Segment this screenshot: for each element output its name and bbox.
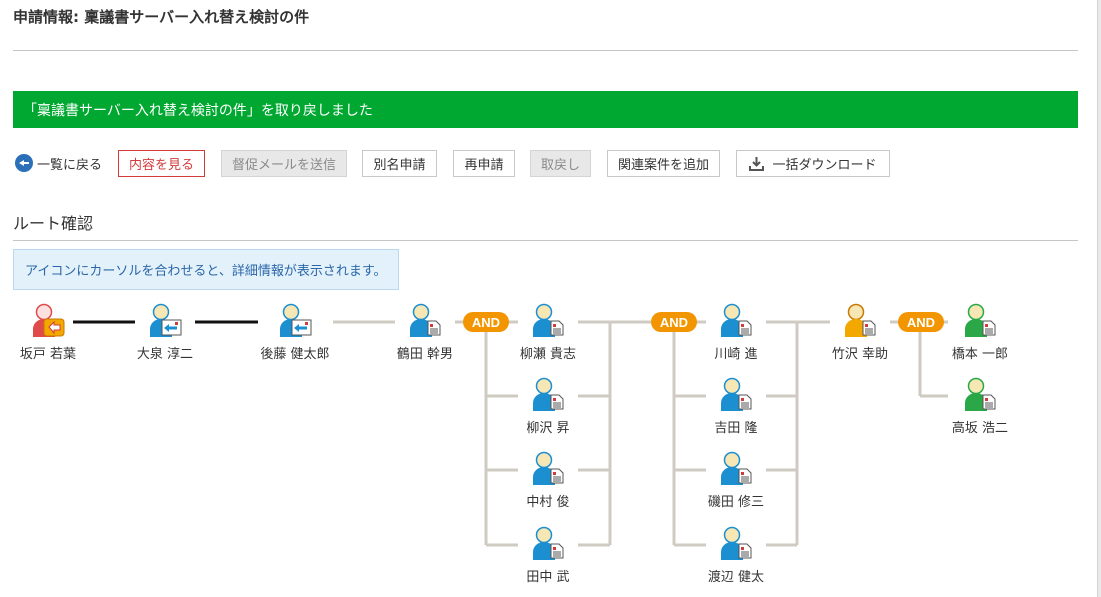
user-document-icon: [721, 377, 752, 411]
route-node-and1-1[interactable]: 柳瀬 貴志: [508, 290, 588, 362]
hover-hint-text: アイコンにカーソルを合わせると、詳細情報が表示されます。: [25, 264, 387, 279]
route-node-and1-4[interactable]: 田中 武: [508, 513, 588, 585]
approver-name: 川崎 進: [714, 347, 758, 362]
route-node-and1-3[interactable]: 中村 俊: [508, 438, 588, 510]
user-document-icon: [533, 377, 564, 411]
approver-name: 竹沢 幸助: [831, 347, 889, 362]
add-related-case-button[interactable]: 関連案件を追加: [607, 150, 720, 177]
approver-name: 大泉 淳二: [136, 347, 194, 362]
approver-name: 中村 俊: [526, 495, 570, 510]
route-section-title: ルート確認: [13, 214, 94, 233]
user-document-icon: [721, 526, 752, 560]
and-badge-3: AND: [898, 312, 944, 332]
hover-hint-box: アイコンにカーソルを合わせると、詳細情報が表示されます。: [13, 249, 399, 290]
user-returned-icon: [280, 303, 312, 337]
route-node-step-after[interactable]: 竹沢 幸助: [820, 290, 900, 362]
approver-name: 高坂 浩二: [951, 421, 1009, 436]
route-node-step-1[interactable]: 大泉 淳二: [125, 290, 205, 362]
user-returned-icon: [150, 303, 182, 337]
title-divider: [13, 50, 1078, 51]
alias-apply-button[interactable]: 別名申請: [362, 150, 437, 177]
route-node-and1-2[interactable]: 柳沢 昇: [508, 364, 588, 436]
connector-pending: [333, 320, 948, 547]
route-node-and2-4[interactable]: 渡辺 健太: [696, 513, 776, 585]
route-node-step-3[interactable]: 鶴田 幹男: [385, 290, 465, 362]
arrow-left-circle-icon: [15, 154, 33, 172]
page-title: 申請情報: 稟議書サーバー入れ替え検討の件: [13, 8, 310, 26]
user-document-icon: [533, 526, 564, 560]
applicant-name: 坂戸 若葉: [19, 347, 77, 362]
and-badge-2: AND: [651, 312, 697, 332]
route-connectors: [73, 320, 948, 547]
user-green-document-icon: [965, 377, 996, 411]
view-content-button[interactable]: 内容を見る: [118, 150, 205, 177]
reapply-button[interactable]: 再申請: [453, 150, 515, 177]
approver-name: 後藤 健太郎: [260, 347, 330, 362]
approver-name: 渡辺 健太: [707, 570, 765, 585]
download-icon: [749, 156, 765, 171]
bulk-download-label: 一括ダウンロード: [772, 158, 877, 173]
approver-name: 田中 武: [526, 570, 570, 585]
send-reminder-button[interactable]: 督促メールを送信: [221, 150, 347, 177]
user-document-icon: [533, 451, 564, 485]
scrollbar[interactable]: [1097, 0, 1101, 597]
route-node-and2-2[interactable]: 吉田 隆: [696, 364, 776, 436]
user-green-document-icon: [965, 303, 996, 337]
back-to-list-label: 一覧に戻る: [37, 157, 103, 173]
success-banner: 「稟議書サーバー入れ替え検討の件」を取り戻しました: [13, 91, 1078, 128]
and-badge-1: AND: [463, 312, 509, 332]
approval-route-flow: AND AND AND 坂戸 若葉 大泉 淳二 後藤 健太郎: [0, 290, 1101, 597]
user-orange-document-icon: [845, 303, 876, 337]
back-to-list-link[interactable]: 一覧に戻る: [15, 153, 102, 173]
approver-name: 柳沢 昇: [526, 421, 570, 436]
approver-name: 柳瀬 貴志: [519, 347, 577, 362]
approver-name: 吉田 隆: [714, 421, 758, 436]
user-document-icon: [533, 303, 564, 337]
approver-name: 磯田 修三: [707, 495, 765, 510]
route-node-applicant[interactable]: 坂戸 若葉: [8, 290, 88, 362]
approver-name: 鶴田 幹男: [396, 347, 454, 362]
route-node-step-2[interactable]: 後藤 健太郎: [255, 290, 335, 362]
route-node-and3-1[interactable]: 橋本 一郎: [940, 290, 1020, 362]
route-section-divider: [13, 240, 1078, 241]
approver-name: 橋本 一郎: [951, 347, 1009, 362]
route-node-and2-1[interactable]: 川崎 進: [696, 290, 776, 362]
action-toolbar: 一覧に戻る 内容を見る 督促メールを送信 別名申請 再申請 取戻し 関連案件を追…: [15, 150, 1085, 177]
bulk-download-button[interactable]: 一括ダウンロード: [736, 150, 890, 177]
applicant-withdrawn-icon: [33, 303, 65, 337]
success-message: 「稟議書サーバー入れ替え検討の件」を取り戻しました: [23, 102, 373, 119]
user-document-icon: [721, 303, 752, 337]
route-node-and2-3[interactable]: 磯田 修三: [696, 438, 776, 510]
route-node-and3-2[interactable]: 高坂 浩二: [940, 364, 1020, 436]
user-document-icon: [721, 451, 752, 485]
user-document-icon: [410, 303, 441, 337]
withdraw-button[interactable]: 取戻し: [530, 150, 591, 177]
